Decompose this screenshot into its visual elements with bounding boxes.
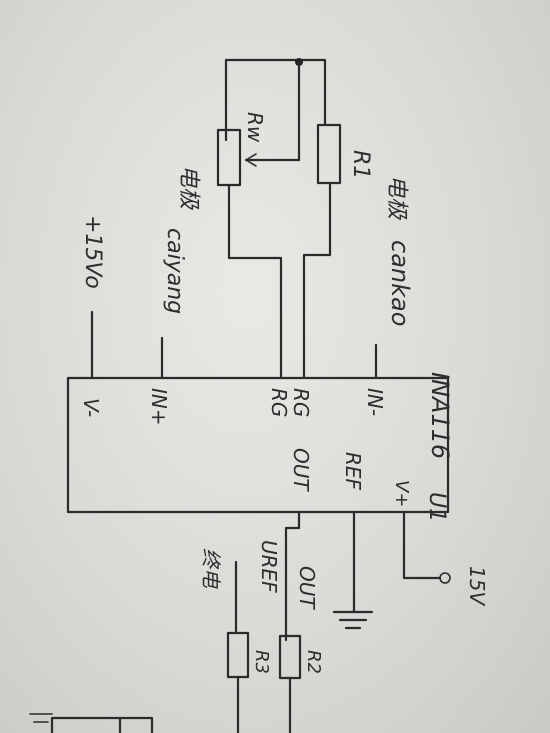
r1-to-rg-wire: [302, 181, 332, 380]
rw-label: Rw: [243, 112, 267, 143]
electrode-meas-pinyin-label: caiyang: [162, 228, 187, 314]
bottom-cn-label: 终电: [199, 548, 223, 589]
pin-rg-bottom-label: RG: [267, 388, 291, 417]
supply-pos-label: 15V: [465, 566, 489, 606]
bottom-left-resistor: [118, 716, 154, 733]
wiper-wire: [244, 60, 301, 162]
pin-v-plus-label: V+: [391, 480, 412, 507]
ground-symbol: [332, 610, 374, 630]
v-plus-lead: [402, 510, 442, 580]
bottom-ground-mark: [29, 713, 53, 723]
rw-to-rg-wire: [227, 183, 283, 380]
wiper-arrow: [245, 153, 257, 167]
pin-ref-label: REF: [341, 452, 365, 491]
chip-name-label: INA116: [426, 372, 454, 459]
r1-resistor: [316, 123, 342, 185]
supply-terminal: [439, 572, 451, 584]
supply-neg-label: +15Vo: [80, 215, 105, 289]
pin-in-plus-label: IN+: [147, 388, 171, 426]
vref-label: UREF: [257, 540, 281, 593]
pin-in-minus-label: IN-: [363, 388, 387, 416]
electrode-ref-pinyin-label: cankao: [386, 240, 414, 326]
rw-potentiometer: [216, 128, 242, 187]
pin-rg-top-label: RG: [289, 388, 313, 417]
r3-resistor: [226, 631, 250, 679]
r2-resistor: [278, 634, 302, 680]
ina116-chip-body: [66, 376, 450, 514]
out-lead: [284, 510, 301, 642]
bottom-left-wire: [50, 716, 122, 733]
top-loop-wire: [224, 58, 327, 142]
out-net-label: OUT: [295, 566, 319, 610]
pin-v-minus-label: V-: [79, 398, 103, 417]
r3-label: R3: [251, 650, 272, 674]
chip-ref-label: U1: [424, 492, 449, 522]
r1-label: R1: [348, 150, 373, 179]
electrode-meas-cn-label: 电极: [176, 165, 201, 211]
pin-out-label: OUT: [289, 448, 313, 492]
electrode-ref-cn-label: 电极: [384, 175, 409, 221]
r2-label: R2: [303, 650, 324, 674]
